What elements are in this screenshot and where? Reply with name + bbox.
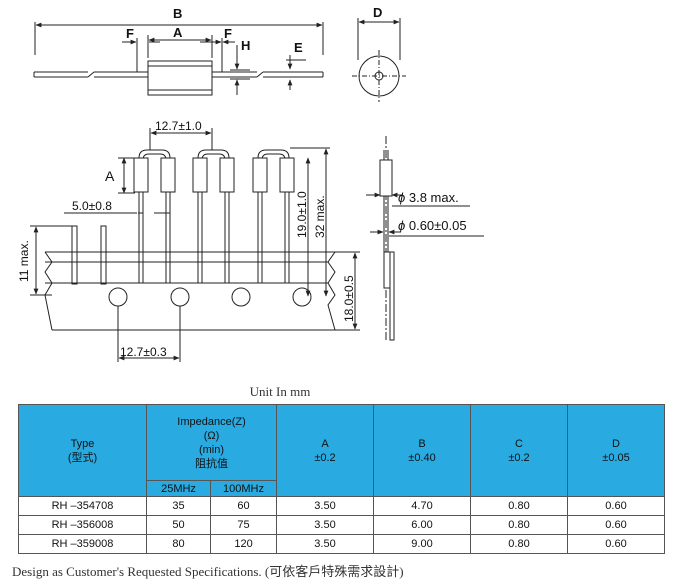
cell-b: 4.70 (373, 496, 472, 516)
unit-label: Unit In mm (249, 384, 311, 399)
label-lead-dia: ϕ 0.60±0.05 (398, 218, 467, 233)
col-a-header: A±0.2 (276, 404, 375, 497)
cell-z25: 50 (146, 515, 211, 535)
cell-z25: 35 (146, 496, 211, 516)
impedance-header: Impedance(Z) (Ω) (min) 阻抗值 (145, 404, 278, 481)
side-view (366, 136, 484, 342)
label-f-left: F (126, 26, 134, 41)
col-c-header: C±0.2 (470, 404, 569, 497)
footer-note: Design as Customer's Requested Specifica… (12, 564, 404, 579)
label-lead-spacing: 5.0±0.8 (72, 199, 112, 213)
cell-z100: 120 (209, 534, 278, 554)
end-view (352, 18, 406, 102)
label-h: H (241, 38, 250, 53)
col-d-header: D±0.05 (567, 404, 666, 497)
type-header: Type (型式) (18, 404, 147, 497)
tape-view (30, 128, 360, 362)
cell-c: 0.80 (470, 534, 569, 554)
table-row: RH –359008 80 120 3.50 9.00 0.80 0.60 (18, 534, 666, 554)
table-row: RH –356008 50 75 3.50 6.00 0.80 0.60 (18, 515, 666, 535)
label-pitch-top: 12.7±1.0 (155, 119, 202, 133)
cell-d: 0.60 (567, 515, 666, 535)
sub-header-100mhz: 100MHz (209, 480, 278, 497)
technical-drawing: B A F F H E D (17, 5, 484, 362)
label-dim-19: 19.0±1.0 (295, 191, 309, 238)
cell-z25: 80 (146, 534, 211, 554)
component-outline-view (33, 22, 324, 96)
cell-type: RH –354708 (18, 496, 147, 516)
cell-c: 0.80 (470, 515, 569, 535)
label-a-tape: A (105, 168, 115, 184)
col-b-header: B±0.40 (373, 404, 472, 497)
label-body-dia: ϕ 3.8 max. (398, 190, 459, 205)
cell-z100: 75 (209, 515, 278, 535)
cell-d: 0.60 (567, 534, 666, 554)
table-row: RH –354708 35 60 3.50 4.70 0.80 0.60 (18, 496, 666, 516)
label-dim-18: 18.0±0.5 (342, 275, 356, 322)
label-a-top: A (173, 25, 183, 40)
cell-d: 0.60 (567, 496, 666, 516)
label-dim-32: 32 max. (313, 195, 327, 238)
cell-a: 3.50 (276, 534, 375, 554)
label-b: B (173, 6, 182, 21)
cell-a: 3.50 (276, 496, 375, 516)
spec-table: Type (型式) Impedance(Z) (Ω) (min) 阻抗值 A±0… (18, 404, 666, 554)
sub-header-25mhz: 25MHz (146, 480, 211, 497)
cell-b: 6.00 (373, 515, 472, 535)
cell-type: RH –359008 (18, 534, 147, 554)
cell-a: 3.50 (276, 515, 375, 535)
label-e: E (294, 40, 303, 55)
cell-type: RH –356008 (18, 515, 147, 535)
label-pitch-bottom: 12.7±0.3 (120, 345, 167, 359)
cell-z100: 60 (209, 496, 278, 516)
cell-b: 9.00 (373, 534, 472, 554)
label-height-max: 11 max. (17, 240, 31, 282)
cell-c: 0.80 (470, 496, 569, 516)
label-d: D (373, 5, 382, 20)
label-f-right: F (224, 26, 232, 41)
